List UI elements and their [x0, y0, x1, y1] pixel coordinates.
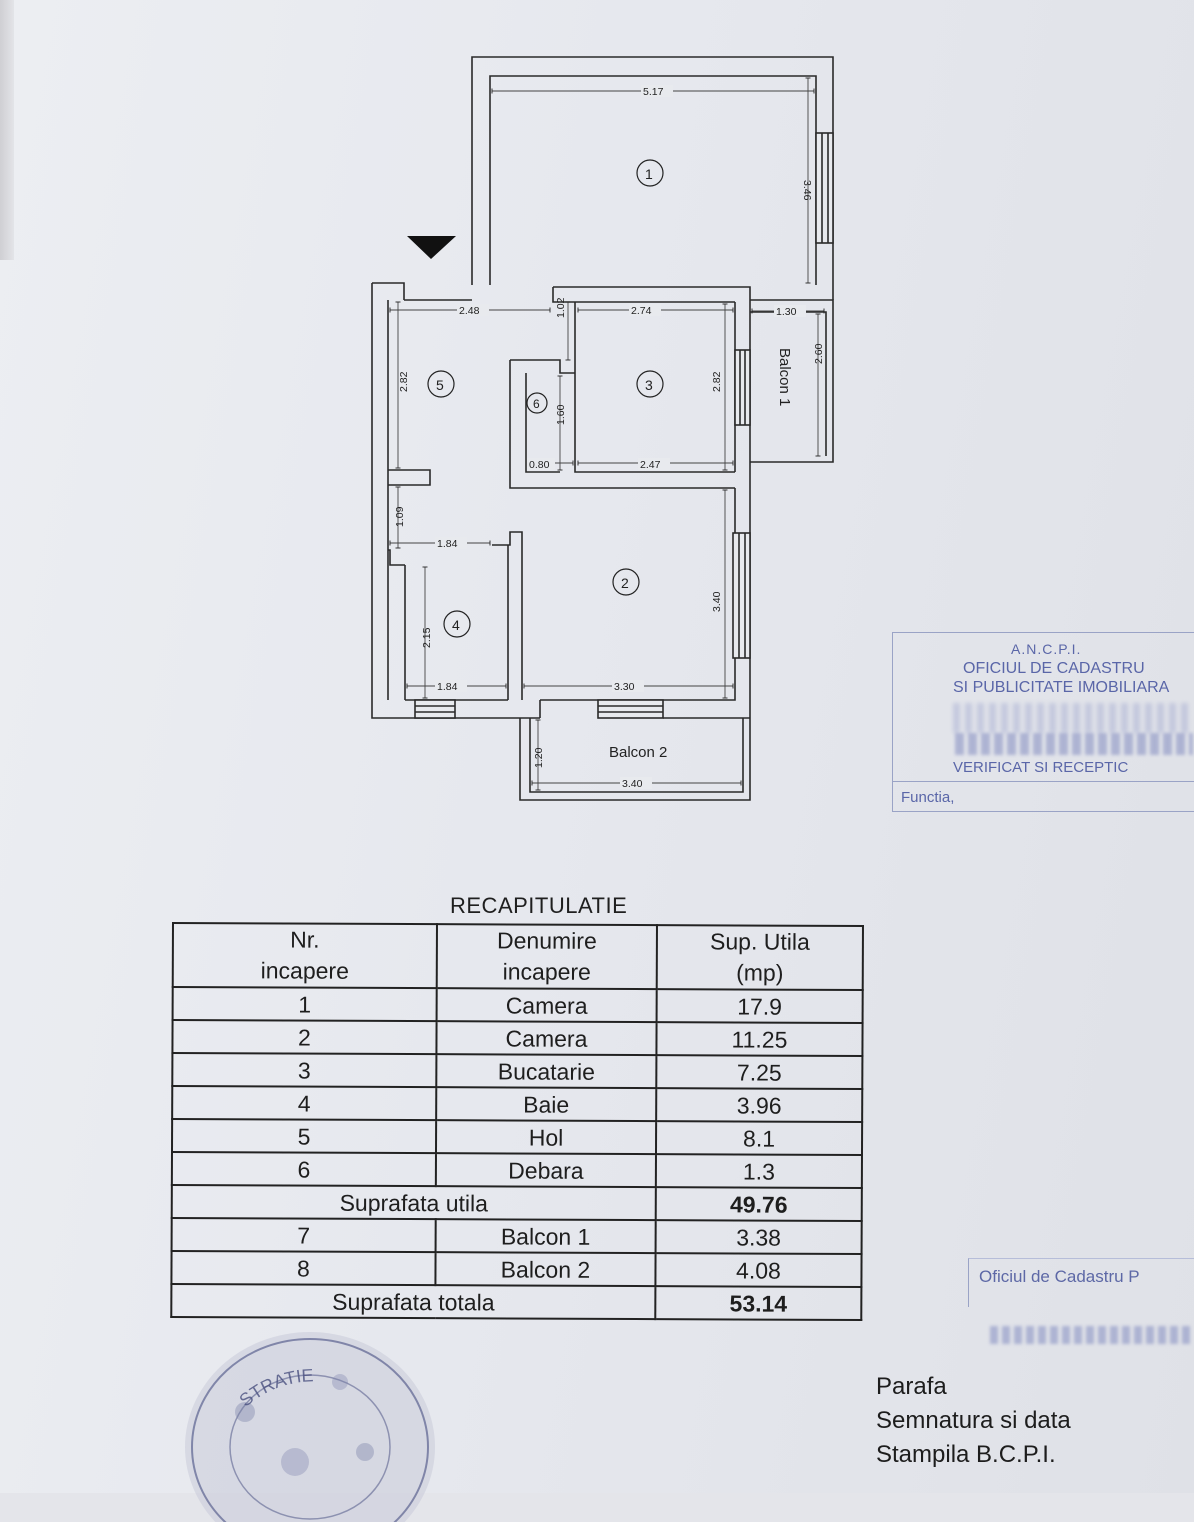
- cell-nr: 2: [172, 1020, 437, 1055]
- cell-area: 4.08: [655, 1253, 862, 1288]
- room-6-number: 6: [533, 397, 540, 411]
- header-denumire: Denumire incapere: [436, 924, 657, 990]
- walls: [371, 56, 834, 801]
- cell-nr: 3: [172, 1053, 437, 1088]
- stamp2-text: Oficiul de Cadastru P: [979, 1267, 1140, 1286]
- stamp-divider: [893, 781, 1194, 782]
- round-seal-icon: STRATIE: [185, 1332, 435, 1522]
- dim-hall-top: 2.48: [459, 305, 480, 317]
- subtotal-label: Suprafata utila: [171, 1185, 656, 1221]
- cell-name: Balcon 2: [435, 1252, 656, 1287]
- signature-block: Parafa Semnatura si data Stampila B.C.P.…: [876, 1370, 1071, 1472]
- dim-balcony2-depth: 1.20: [533, 747, 545, 768]
- cell-nr: 4: [172, 1086, 437, 1121]
- cadastru-stamp: Oficiul de Cadastru P: [968, 1258, 1194, 1307]
- stamp-function-label: Functia,: [901, 789, 955, 806]
- north-arrow-icon: [407, 236, 456, 259]
- cell-nr: 5: [171, 1119, 437, 1154]
- dim-bath-top: 1.84: [437, 538, 458, 550]
- dim-kitchen-top: 2.74: [631, 305, 652, 317]
- subtotal-row: Suprafata utila 49.76: [171, 1185, 862, 1222]
- table-header-row: Nr. incapere Denumire incapere Sup. Util…: [172, 923, 863, 991]
- dim-kitchen-bottom: 2.47: [640, 459, 661, 471]
- dim-hall-height: 2.82: [398, 371, 410, 392]
- stamp-smudge: [990, 1326, 1194, 1344]
- signature-date-label: Semnatura si data: [876, 1407, 1071, 1434]
- cell-name: Camera: [436, 988, 657, 1023]
- room-3-number: 3: [645, 377, 653, 393]
- subtotal-value: 49.76: [655, 1187, 862, 1222]
- dim-kitchen-gap: 1.02: [555, 297, 567, 318]
- dimension-labels: 5.17 3.46 2.48 2.74 1.02 1.30 2.60 2.82 …: [394, 85, 825, 790]
- ancpi-stamp: A.N.C.P.I. OFICIUL DE CADASTRU SI PUBLIC…: [892, 632, 1194, 812]
- room-5-number: 5: [436, 377, 444, 393]
- table-row: 2 Camera 11.25: [172, 1020, 863, 1057]
- stamp-bcpi-label: Stampila B.C.P.I.: [876, 1441, 1056, 1468]
- cell-name: Debara: [435, 1153, 656, 1188]
- cell-nr: 6: [171, 1152, 436, 1187]
- cell-area: 17.9: [656, 989, 863, 1024]
- dim-bath-height: 2.15: [421, 627, 433, 648]
- stamp-org-short: A.N.C.P.I.: [1011, 641, 1082, 657]
- dim-room1-height: 3.46: [801, 180, 813, 201]
- header-suprafata: Sup. Utila (mp): [656, 925, 863, 991]
- cell-nr: 7: [171, 1218, 436, 1253]
- balcony-2-label: Balcon 2: [609, 744, 667, 761]
- room-4-number: 4: [452, 617, 460, 633]
- cell-nr: 8: [171, 1251, 436, 1286]
- total-label: Suprafata totala: [171, 1284, 656, 1320]
- dim-room2-bottom: 3.30: [614, 681, 635, 693]
- parafa-label: Parafa: [876, 1373, 947, 1400]
- table-row: 3 Bucatarie 7.25: [172, 1053, 863, 1090]
- header-nr: Nr. incapere: [172, 923, 437, 989]
- cell-area: 3.96: [656, 1088, 863, 1123]
- cell-name: Bucatarie: [436, 1054, 657, 1089]
- table-row: 8 Balcon 2 4.08: [171, 1251, 862, 1288]
- cell-name: Baie: [436, 1087, 657, 1122]
- stamp-org-line1: OFICIUL DE CADASTRU: [963, 660, 1145, 677]
- cell-name: Camera: [436, 1021, 657, 1056]
- dim-room2-height: 3.40: [711, 591, 723, 612]
- recap-title: RECAPITULATIE: [450, 893, 628, 918]
- cell-area: 3.38: [655, 1220, 862, 1255]
- table-row: 1 Camera 17.9: [172, 987, 863, 1024]
- table-edge: [0, 0, 14, 260]
- room-1-number: 1: [645, 166, 653, 182]
- dim-bath-bottom: 1.84: [437, 681, 458, 693]
- balcony-1-label: Balcon 1: [776, 348, 793, 406]
- dim-balcony1-height: 2.60: [813, 343, 825, 364]
- dim-room1-width: 5.17: [643, 86, 664, 98]
- cell-nr: 1: [172, 987, 437, 1022]
- dim-balcony2-width: 3.40: [622, 778, 643, 790]
- table-row: 7 Balcon 1 3.38: [171, 1218, 862, 1255]
- cell-area: 1.3: [655, 1154, 862, 1189]
- recap-table: Nr. incapere Denumire incapere Sup. Util…: [170, 922, 864, 1321]
- room-markers: [427, 159, 664, 638]
- cell-area: 7.25: [656, 1055, 863, 1090]
- floor-plan: 5.17 3.46 2.48 2.74 1.02 1.30 2.60 2.82 …: [371, 56, 834, 801]
- cell-name: Balcon 1: [435, 1219, 656, 1254]
- stamp-smudge: [955, 733, 1193, 755]
- cell-area: 8.1: [655, 1121, 863, 1156]
- cell-area: 11.25: [656, 1022, 863, 1057]
- dim-corridor: 1.09: [394, 506, 406, 527]
- table-row: 4 Baie 3.96: [172, 1086, 863, 1123]
- stamp-smudge: [953, 703, 1193, 733]
- cell-name: Hol: [435, 1120, 657, 1155]
- dim-storage-height: 1.60: [555, 404, 567, 425]
- table-row: 6 Debara 1.3: [171, 1152, 862, 1189]
- room-2-number: 2: [621, 575, 629, 591]
- stamp-verified: VERIFICAT SI RECEPTIC: [953, 759, 1129, 776]
- total-value: 53.14: [655, 1286, 862, 1321]
- dim-kitchen-height: 2.82: [711, 371, 723, 392]
- dim-balcony1-width: 1.30: [776, 306, 797, 318]
- total-row: Suprafata totala 53.14: [171, 1284, 862, 1321]
- table-row: 5 Hol 8.1: [171, 1119, 863, 1156]
- stamp-org-line2: SI PUBLICITATE IMOBILIARA: [953, 679, 1170, 696]
- dim-storage-width: 0.80: [529, 459, 550, 471]
